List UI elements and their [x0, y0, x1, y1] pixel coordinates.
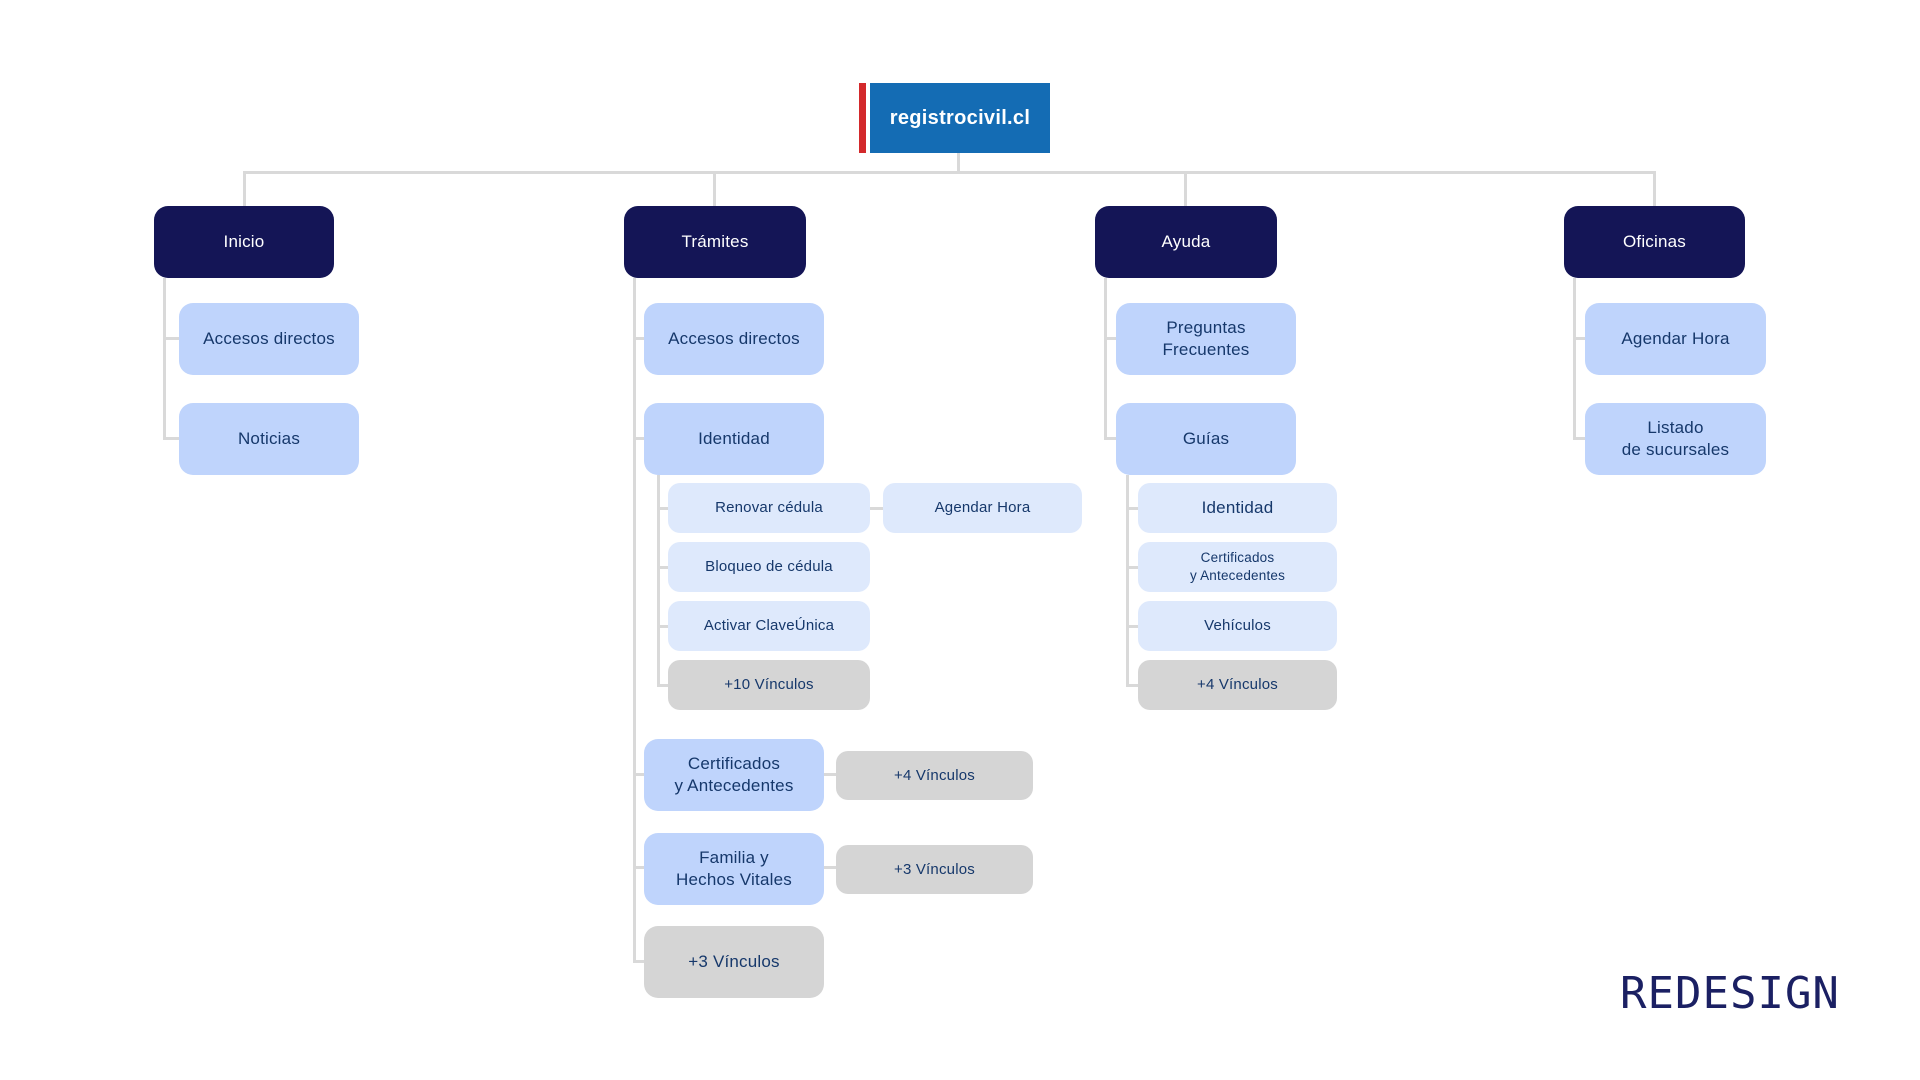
node-identidad-renovar-cedula: Renovar cédula: [668, 483, 870, 533]
connector-ayuda-spine: [1104, 278, 1107, 440]
node-tramites-accesos-directos: Accesos directos: [644, 303, 824, 375]
node-certificados-mas-4-vinculos: +4 Vínculos: [836, 751, 1033, 800]
node-tramites-mas-3-vinculos: +3 Vínculos: [644, 926, 824, 998]
node-ayuda-guias: Guías: [1116, 403, 1296, 475]
connector-identidad-spine: [657, 475, 660, 687]
node-tramites-certificados-antecedentes: Certificados y Antecedentes: [644, 739, 824, 811]
connector-root-drop: [957, 153, 960, 173]
node-tramites-familia-hechos-vitales: Familia y Hechos Vitales: [644, 833, 824, 905]
connector-certificados-mas4: [824, 773, 836, 776]
node-guias-mas-4-vinculos: +4 Vínculos: [1138, 660, 1337, 710]
connector-guias-stub-mas4: [1126, 684, 1139, 687]
connector-tramites-stub-identidad: [633, 437, 646, 440]
connector-identidad-stub-bloqueo: [657, 566, 670, 569]
node-ayuda: Ayuda: [1095, 206, 1277, 278]
node-tramites-identidad: Identidad: [644, 403, 824, 475]
node-inicio-noticias: Noticias: [179, 403, 359, 475]
connector-top-horizontal: [243, 171, 1656, 174]
node-guias-identidad: Identidad: [1138, 483, 1337, 533]
connector-drop-ayuda: [1184, 171, 1187, 208]
connector-drop-tramites: [713, 171, 716, 208]
connector-oficinas-spine: [1573, 278, 1576, 440]
node-tramites: Trámites: [624, 206, 806, 278]
connector-drop-oficinas: [1653, 171, 1656, 208]
node-identidad-bloqueo-cedula: Bloqueo de cédula: [668, 542, 870, 592]
node-guias-vehiculos: Vehículos: [1138, 601, 1337, 651]
connector-guias-stub-vehiculos: [1126, 625, 1139, 628]
connector-guias-stub-identidad: [1126, 507, 1139, 510]
node-inicio-accesos-directos: Accesos directos: [179, 303, 359, 375]
root-accent-bar: [859, 83, 866, 153]
connector-oficinas-stub-agendar: [1573, 337, 1586, 340]
connector-tramites-spine: [633, 278, 636, 963]
connector-renovar-agendar: [870, 507, 883, 510]
node-renovar-agendar-hora: Agendar Hora: [883, 483, 1082, 533]
connector-tramites-stub-certificados: [633, 773, 646, 776]
connector-oficinas-stub-listado: [1573, 437, 1586, 440]
connector-identidad-stub-renovar: [657, 507, 670, 510]
connector-inicio-stub-1: [163, 337, 179, 340]
connector-tramites-stub-familia: [633, 866, 646, 869]
connector-inicio-stub-2: [163, 437, 179, 440]
connector-identidad-stub-mas10: [657, 684, 670, 687]
connector-guias-spine: [1126, 475, 1129, 687]
node-ayuda-preguntas-frecuentes: Preguntas Frecuentes: [1116, 303, 1296, 375]
node-oficinas-listado-sucursales: Listado de sucursales: [1585, 403, 1766, 475]
connector-tramites-stub-accesos: [633, 337, 646, 340]
connector-tramites-stub-mas3: [633, 960, 646, 963]
node-oficinas: Oficinas: [1564, 206, 1745, 278]
connector-drop-inicio: [243, 171, 246, 208]
node-guias-certificados-antecedentes: Certificados y Antecedentes: [1138, 542, 1337, 592]
node-identidad-activar-claveunica: Activar ClaveÚnica: [668, 601, 870, 651]
connector-ayuda-stub-guias: [1104, 437, 1117, 440]
connector-guias-stub-certificados: [1126, 566, 1139, 569]
connector-inicio-spine: [163, 278, 166, 440]
node-familia-mas-3-vinculos: +3 Vínculos: [836, 845, 1033, 894]
node-inicio: Inicio: [154, 206, 334, 278]
node-identidad-mas-10-vinculos: +10 Vínculos: [668, 660, 870, 710]
node-oficinas-agendar-hora: Agendar Hora: [1585, 303, 1766, 375]
connector-ayuda-stub-preguntas: [1104, 337, 1117, 340]
connector-familia-mas3: [824, 866, 836, 869]
redesign-watermark: REDESIGN: [1620, 968, 1840, 1019]
node-root: registrocivil.cl: [870, 83, 1050, 153]
connector-identidad-stub-activar: [657, 625, 670, 628]
